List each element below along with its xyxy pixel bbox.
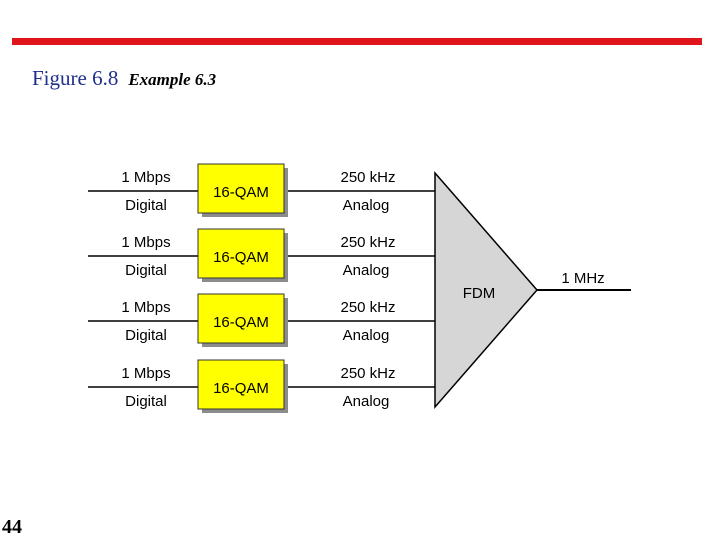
figure-caption: Example 6.3 xyxy=(128,70,217,89)
output-signal-label: Analog xyxy=(343,327,390,344)
output-signal-label: Analog xyxy=(343,197,390,214)
input-rate-label: 1 Mbps xyxy=(121,234,170,251)
fdm-multiplexer xyxy=(434,170,538,410)
figure-label: Figure 6.8 xyxy=(32,66,119,90)
input-type-label: Digital xyxy=(125,197,167,214)
input-type-label: Digital xyxy=(125,262,167,279)
output-bandwidth-per-channel: 250 kHz xyxy=(340,234,395,251)
output-bandwidth-per-channel: 250 kHz xyxy=(340,365,395,382)
input-rate-label: 1 Mbps xyxy=(121,365,170,382)
input-type-label: Digital xyxy=(125,393,167,410)
modulator-box xyxy=(197,228,285,279)
input-rate-label: 1 Mbps xyxy=(121,299,170,316)
fdm-label: FDM xyxy=(463,285,496,302)
output-signal-label: Analog xyxy=(343,262,390,279)
output-bandwidth-per-channel: 250 kHz xyxy=(340,299,395,316)
modulator-box xyxy=(197,359,285,410)
output-bandwidth-label: 1 MHz xyxy=(561,270,604,287)
modulator-box xyxy=(197,163,285,214)
modulator-label: 16-QAM xyxy=(213,249,269,266)
modulator-label: 16-QAM xyxy=(213,380,269,397)
input-rate-label: 1 Mbps xyxy=(121,169,170,186)
page-number: 44 xyxy=(2,516,22,538)
top-red-rule xyxy=(12,38,702,45)
figure-title: Figure 6.8 Example 6.3 xyxy=(32,66,216,91)
output-signal-label: Analog xyxy=(343,393,390,410)
output-bandwidth-per-channel: 250 kHz xyxy=(340,169,395,186)
input-type-label: Digital xyxy=(125,327,167,344)
modulator-label: 16-QAM xyxy=(213,184,269,201)
modulator-label: 16-QAM xyxy=(213,314,269,331)
modulator-box xyxy=(197,293,285,344)
